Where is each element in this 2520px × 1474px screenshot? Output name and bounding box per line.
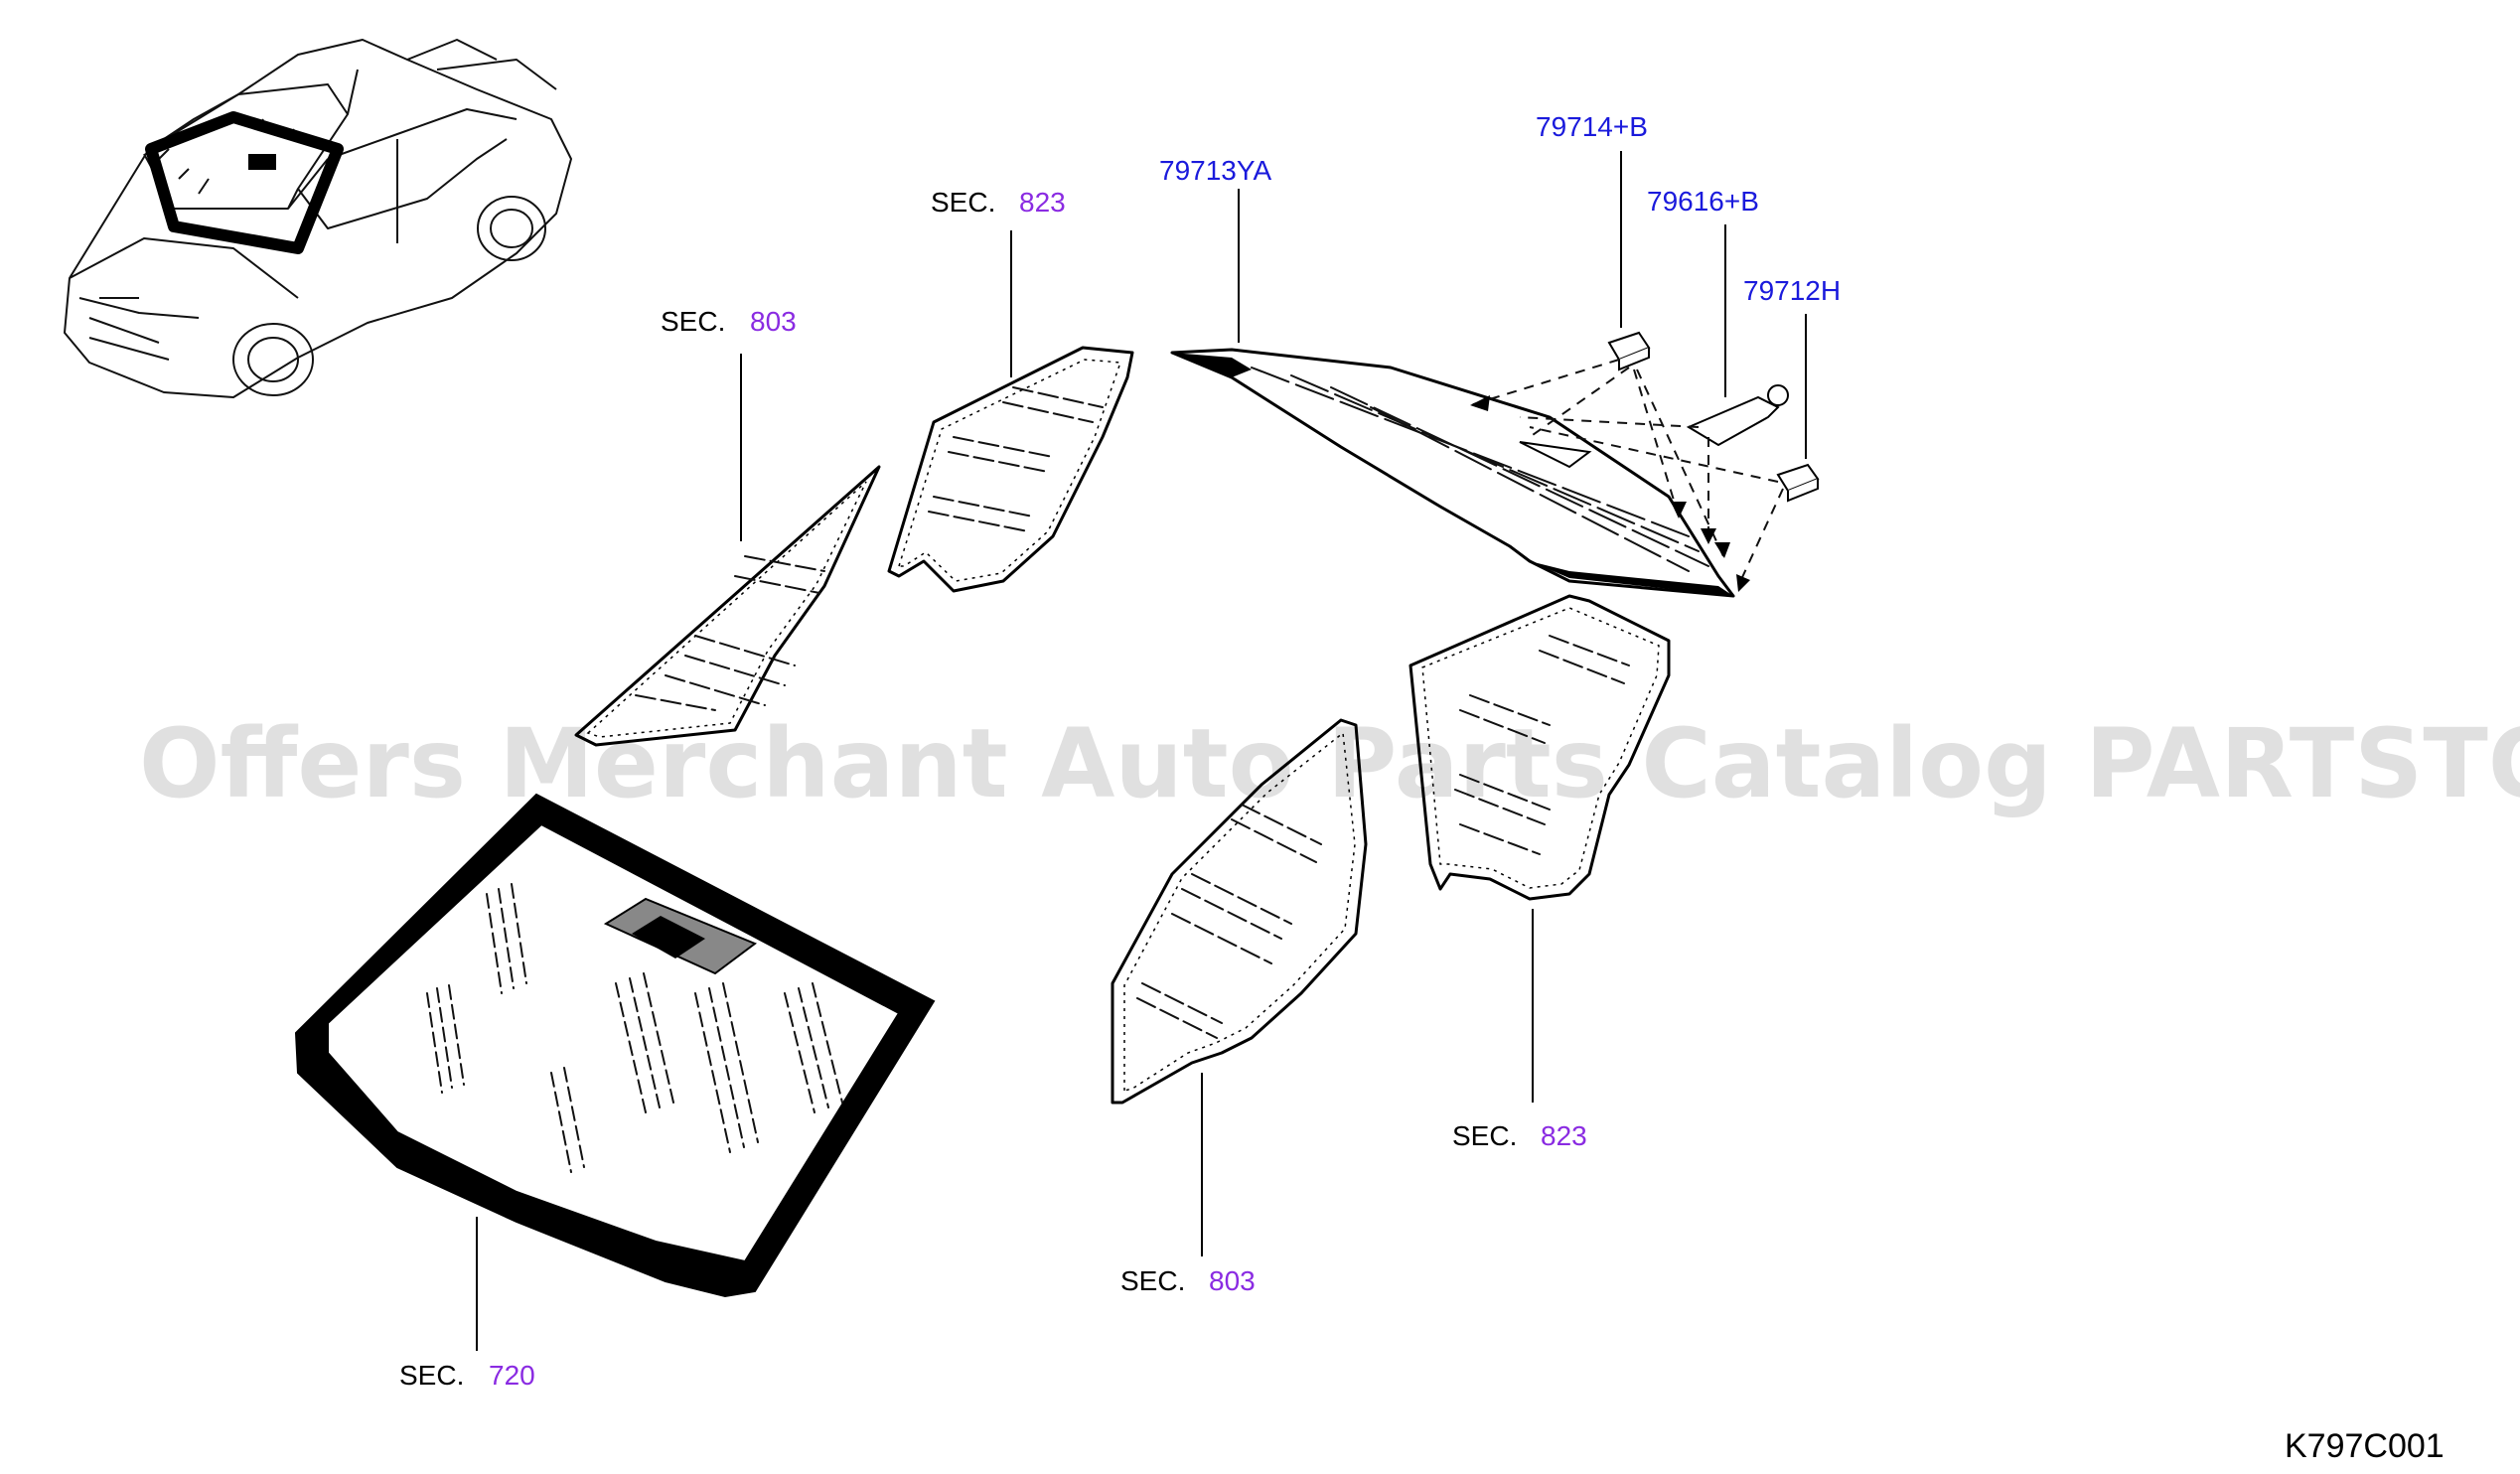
front-door-glass-right-shape	[1111, 718, 1368, 1105]
rear-door-glass-left-shape	[887, 346, 1134, 593]
section-label-windshield[interactable]: SEC. 720	[399, 1360, 535, 1391]
part-number-79714B[interactable]: 79714+B	[1536, 111, 1648, 142]
spacer-block-top	[1607, 331, 1651, 371]
sec-prefix: SEC.	[661, 306, 725, 337]
sec-number-823[interactable]: 823	[1019, 187, 1066, 218]
sec-number-803[interactable]: 803	[1209, 1265, 1256, 1296]
watermark-text: Offers Merchant Auto Parts Catalog PARTS…	[139, 708, 2520, 819]
section-label-rear-door-right[interactable]: SEC. 823	[1452, 1120, 1587, 1151]
clip-part	[1686, 384, 1789, 447]
sec-prefix: SEC.	[1120, 1265, 1185, 1296]
windshield-highlight	[145, 111, 344, 254]
assembly-lines	[1469, 359, 1784, 587]
part-number-79616B[interactable]: 79616+B	[1647, 186, 1759, 217]
sec-prefix: SEC.	[931, 187, 995, 218]
windshield-glass	[294, 793, 936, 1298]
leader-lines	[476, 151, 1807, 1351]
spacer-block-right	[1776, 463, 1820, 503]
sec-prefix: SEC.	[1452, 1120, 1517, 1151]
sec-prefix: SEC.	[399, 1360, 464, 1391]
part-number-79712H[interactable]: 79712H	[1743, 275, 1841, 306]
rear-door-glass-right-shape	[1408, 594, 1671, 901]
rear-window-glass-shape	[1170, 348, 1735, 598]
section-label-front-door-left[interactable]: SEC. 803	[661, 306, 797, 337]
mirror-mark	[248, 154, 276, 170]
front-door-glass-left-shape	[574, 465, 881, 747]
sec-number-823[interactable]: 823	[1541, 1120, 1587, 1151]
sec-number-803[interactable]: 803	[750, 306, 797, 337]
section-label-front-door-right[interactable]: SEC. 803	[1120, 1265, 1256, 1296]
assembly-arrowheads	[1470, 395, 1750, 592]
sedan-isometric-icon	[64, 39, 572, 398]
sec-number-720[interactable]: 720	[489, 1360, 535, 1391]
part-number-79713YA[interactable]: 79713YA	[1159, 155, 1271, 186]
diagram-code: K797C001	[2285, 1427, 2445, 1465]
section-label-rear-door-left[interactable]: SEC. 823	[931, 187, 1066, 218]
